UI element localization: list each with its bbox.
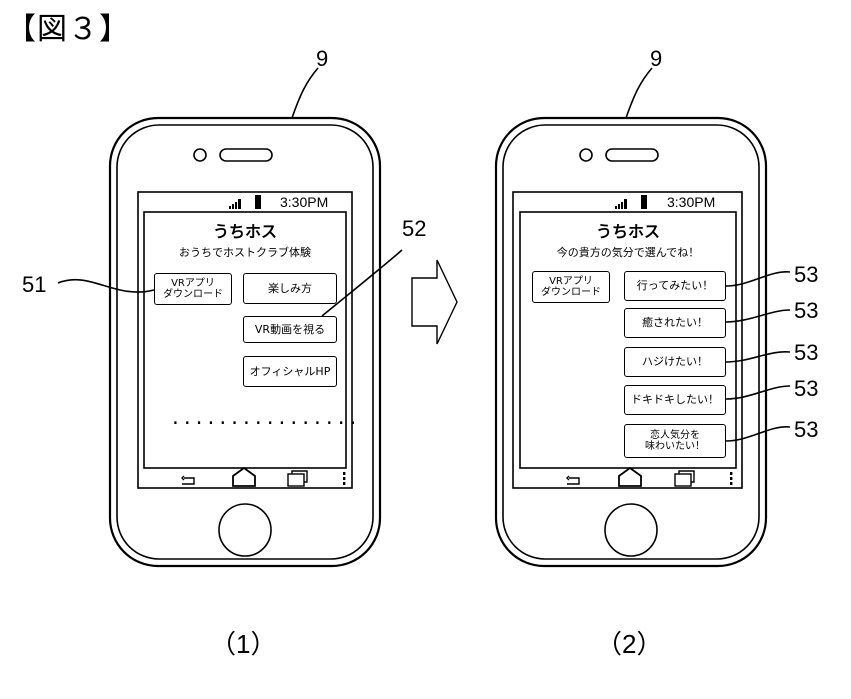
app-title: うちホス xyxy=(595,222,660,241)
back-icon xyxy=(181,475,195,485)
home-button-icon xyxy=(218,503,272,557)
mood-button-want-to-let-loose[interactable]: ハジけたい！ xyxy=(624,347,726,377)
mood-button-want-to-go[interactable]: 行ってみたい！ xyxy=(624,271,726,301)
ref-53-b: 53 xyxy=(794,298,819,323)
ref-device-2: 9 xyxy=(650,46,663,71)
vr-app-download-button[interactable]: VRアプリ ダウンロード xyxy=(154,273,232,305)
mood-button-lover-feeling[interactable]: 恋人気分を 味わいたい！ xyxy=(624,424,726,458)
speaker-icon xyxy=(219,148,273,162)
ref-device-1: 9 xyxy=(316,46,329,71)
speaker-icon xyxy=(605,148,659,162)
camera-icon xyxy=(193,148,207,162)
loading-indicator: ................ xyxy=(170,408,360,429)
official-hp-button[interactable]: オフィシャルHP xyxy=(243,356,337,387)
status-time: 3:30PM xyxy=(667,194,716,210)
app-subtitle: 今の貴方の気分で選んでね！ xyxy=(556,246,700,259)
phone-1 xyxy=(108,116,382,568)
signal-icon xyxy=(615,199,627,209)
back-icon xyxy=(566,475,580,485)
panel-label-1: （1） xyxy=(210,629,277,659)
mood-button-want-healing[interactable]: 癒されたい！ xyxy=(624,308,726,338)
menu-icon xyxy=(343,472,346,485)
menu-icon xyxy=(730,472,733,485)
mood-button-want-thrill[interactable]: ドキドキしたい！ xyxy=(624,385,726,415)
panel-label-2: （2） xyxy=(596,629,663,659)
arrow-right-icon xyxy=(411,259,458,345)
signal-icon xyxy=(229,199,241,209)
recents-icon xyxy=(674,470,695,487)
vr-app-download-button[interactable]: VRアプリ ダウンロード xyxy=(532,271,610,303)
home-icon xyxy=(232,466,256,487)
battery-icon xyxy=(641,195,647,209)
ref-53-e: 53 xyxy=(794,417,819,442)
home-button-icon xyxy=(604,503,658,557)
figure-title: 【図３】 xyxy=(6,12,130,47)
ref-53-a: 53 xyxy=(794,262,819,287)
ref-53-d: 53 xyxy=(794,376,819,401)
app-title: うちホス xyxy=(212,222,277,241)
home-icon xyxy=(618,466,642,487)
ref-52: 52 xyxy=(402,216,427,241)
how-to-enjoy-button[interactable]: 楽しみ方 xyxy=(243,273,337,304)
camera-icon xyxy=(579,148,593,162)
recents-icon xyxy=(287,470,308,487)
status-time: 3:30PM xyxy=(280,194,329,210)
watch-vr-video-button[interactable]: VR動画を視る xyxy=(243,316,337,343)
ref-51: 51 xyxy=(22,272,47,297)
ref-53-c: 53 xyxy=(794,340,819,365)
battery-icon xyxy=(255,195,261,209)
phone-2 xyxy=(494,116,768,568)
app-subtitle: おうちでホストクラブ体験 xyxy=(179,246,311,259)
